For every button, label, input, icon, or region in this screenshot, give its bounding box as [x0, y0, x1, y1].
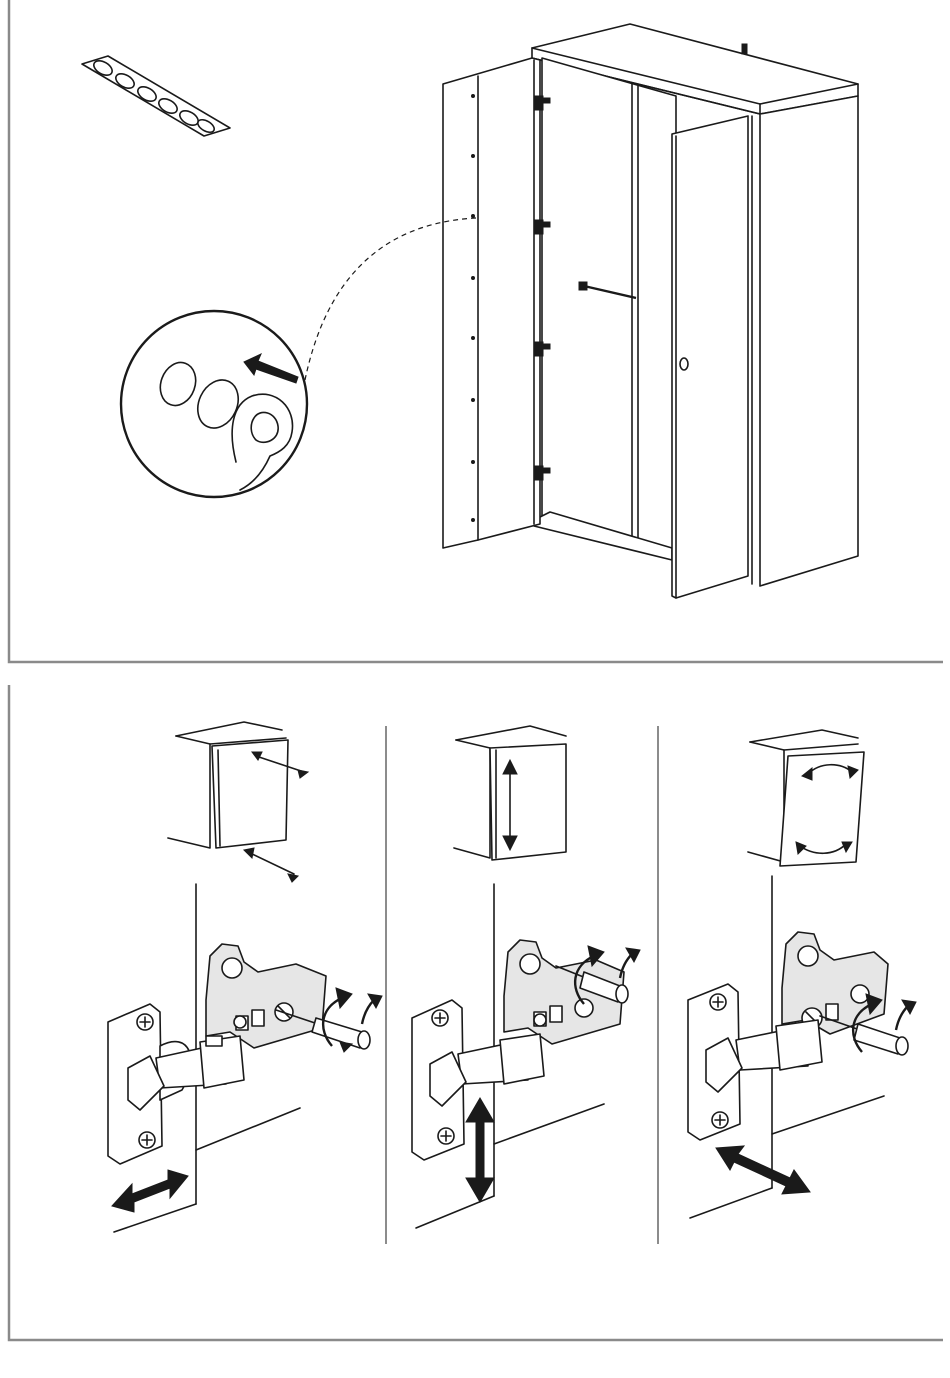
- concealed-hinge: [108, 944, 326, 1164]
- height-adjust-direction-arrow: [466, 1098, 494, 1202]
- door-corner-view: [168, 722, 288, 848]
- wardrobe: [443, 24, 858, 598]
- side-adjust-direction-arrow: [112, 1170, 188, 1212]
- side-adjust: [108, 722, 382, 1232]
- left-door-open: [443, 58, 540, 548]
- wardrobe-right-side: [760, 96, 858, 586]
- bumper-pad-strip: [82, 56, 230, 136]
- right-door: [672, 116, 748, 598]
- detail-magnifier: [121, 311, 307, 497]
- concealed-hinge: [412, 940, 624, 1160]
- depth-adjust: [688, 730, 916, 1218]
- height-adjust: [412, 726, 640, 1228]
- depth-adjust-direction-arrow: [716, 1146, 810, 1194]
